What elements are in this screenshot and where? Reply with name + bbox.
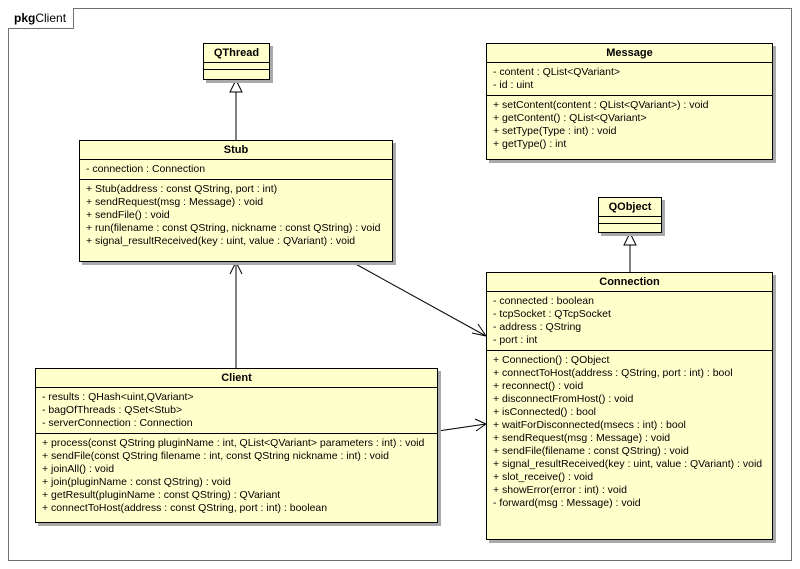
operations-section: + process(const QString pluginName : int… (36, 434, 437, 518)
operations-section: + Connection() : QObject + connectToHost… (487, 351, 772, 513)
attributes-section: - connection : Connection (80, 160, 392, 180)
package-tab: pkgClient (8, 8, 75, 29)
attribute: - connected : boolean (493, 295, 594, 307)
class-connection[interactable]: Connection - connected : boolean - tcpSo… (486, 272, 773, 540)
package-name: Client (35, 11, 67, 25)
operation: + sendRequest(msg : Message) : void (493, 432, 671, 444)
operation: + sendFile(filename : const QString) : v… (493, 445, 689, 457)
operation: + connectToHost(address : const QString,… (42, 502, 328, 514)
operation: + showError(error : int) : void (493, 484, 627, 496)
attributes-section: - connected : boolean - tcpSocket : QTcp… (487, 292, 772, 351)
operation: + isConnected() : bool (493, 406, 597, 418)
class-name: Connection (487, 273, 772, 292)
operations-section (599, 224, 661, 230)
class-name: Message (487, 44, 772, 63)
operation: + run(filename : const QString, nickname… (86, 222, 381, 234)
operation: + sendFile() : void (86, 209, 170, 221)
operation: + signal_resultReceived(key : uint, valu… (86, 235, 356, 247)
operation: + Stub(address : const QString, port : i… (86, 183, 278, 195)
attribute: - port : int (493, 334, 538, 346)
class-name: Client (36, 369, 437, 388)
attribute: - results : QHash<uint,QVariant> (42, 391, 194, 403)
operation: + getResult(pluginName : const QString) … (42, 489, 281, 501)
class-name: QObject (599, 198, 661, 217)
attribute: - id : uint (493, 79, 534, 91)
class-message[interactable]: Message - content : QList<QVariant> - id… (486, 43, 773, 160)
attributes-section: - content : QList<QVariant> - id : uint (487, 63, 772, 96)
operations-section: + setContent(content : QList<QVariant>) … (487, 96, 772, 154)
attribute: - connection : Connection (86, 163, 206, 175)
attribute: - tcpSocket : QTcpSocket (493, 308, 611, 320)
operations-section (204, 70, 269, 76)
class-qthread[interactable]: QThread (203, 43, 270, 80)
attributes-section (204, 63, 269, 70)
attribute: - content : QList<QVariant> (493, 66, 621, 78)
operations-section: + Stub(address : const QString, port : i… (80, 180, 392, 251)
operation: + slot_receive() : void (493, 471, 594, 483)
operation: + setContent(content : QList<QVariant>) … (493, 99, 709, 111)
attribute: - serverConnection : Connection (42, 417, 193, 429)
operation: + process(const QString pluginName : int… (42, 437, 425, 449)
operation: + reconnect() : void (493, 380, 584, 392)
operation: - forward(msg : Message) : void (493, 497, 641, 509)
class-stub[interactable]: Stub - connection : Connection + Stub(ad… (79, 140, 393, 262)
class-qobject[interactable]: QObject (598, 197, 662, 233)
attribute: - bagOfThreads : QSet<Stub> (42, 404, 183, 416)
attributes-section: - results : QHash<uint,QVariant> - bagOf… (36, 388, 437, 434)
operation: + sendFile(const QString filename : int,… (42, 450, 389, 462)
operation: + waitForDisconnected(msecs : int) : boo… (493, 419, 686, 431)
attributes-section (599, 217, 661, 224)
package-keyword: pkg (14, 11, 36, 25)
operation: + setType(Type : int) : void (493, 125, 617, 137)
operation: + connectToHost(address : QString, port … (493, 367, 733, 379)
operation: + getContent() : QList<QVariant> (493, 112, 647, 124)
attribute: - address : QString (493, 321, 582, 333)
operation: + join(pluginName : const QString) : voi… (42, 476, 231, 488)
class-name: QThread (204, 44, 269, 63)
class-client[interactable]: Client - results : QHash<uint,QVariant> … (35, 368, 438, 523)
operation: + joinAll() : void (42, 463, 115, 475)
class-name: Stub (80, 141, 392, 160)
operation: + getType() : int (493, 138, 567, 150)
operation: + signal_resultReceived(key : uint, valu… (493, 458, 763, 470)
operation: + disconnectFromHost() : void (493, 393, 634, 405)
operation: + sendRequest(msg : Message) : void (86, 196, 264, 208)
operation: + Connection() : QObject (493, 354, 610, 366)
